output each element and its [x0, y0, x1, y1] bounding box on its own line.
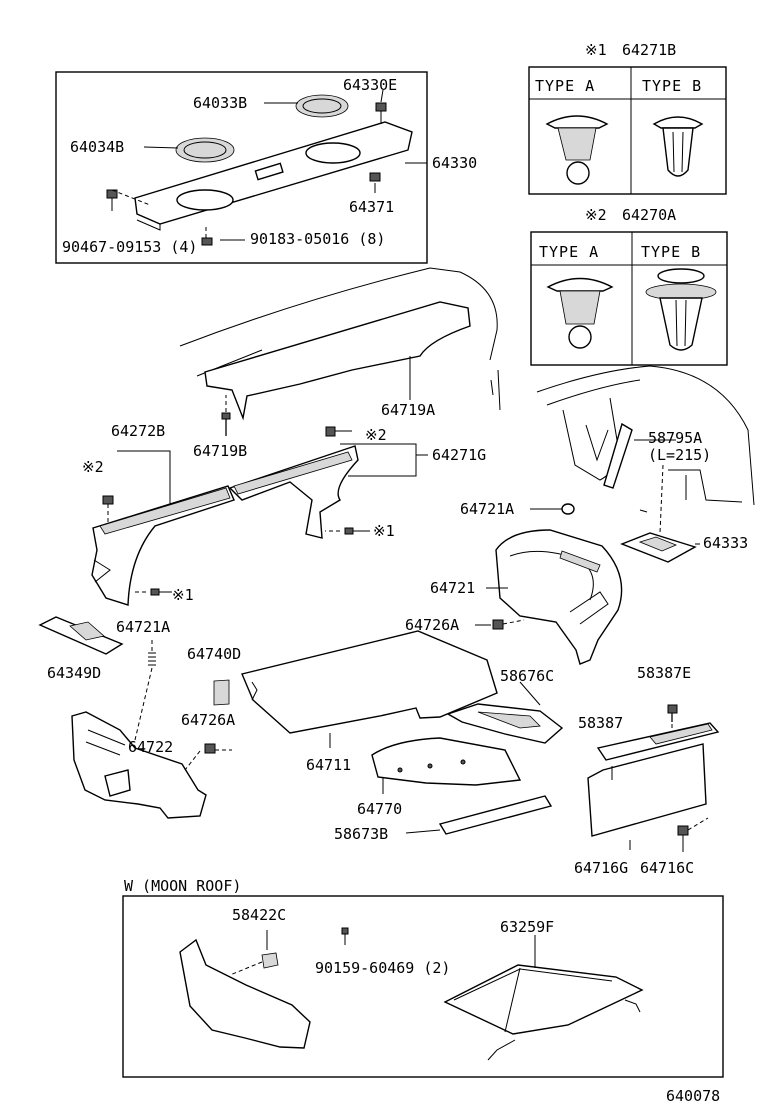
- marker-m2b: ※2: [365, 426, 387, 444]
- label-90183: 90183-05016 (8): [250, 230, 385, 248]
- label-64034B: 64034B: [70, 138, 124, 156]
- clip1-type-b-label: TYPE B: [642, 77, 702, 95]
- label-64272B: 64272B: [111, 422, 165, 440]
- clip2-part: 64270A: [622, 206, 676, 224]
- weatherstrip-58795A: [603, 422, 633, 489]
- shelf-panel: [204, 301, 471, 421]
- label-64726A-left: 64726A: [181, 711, 235, 729]
- label-63259F: 63259F: [500, 918, 554, 936]
- marker-m1a: ※1: [373, 522, 395, 540]
- part-64722: [71, 711, 207, 819]
- right-quarter-trim: [228, 445, 359, 539]
- quarter-trim-group: 64272B ※2 ※2 64271G ※1 ※1 64721A: [82, 422, 486, 636]
- clip1-marker: ※1: [585, 41, 607, 59]
- label-64711: 64711: [306, 756, 351, 774]
- label-64716G: 64716G: [574, 859, 628, 877]
- part-58422C-trim: [179, 938, 311, 1049]
- label-64033B: 64033B: [193, 94, 247, 112]
- label-64371: 64371: [349, 198, 394, 216]
- label-58795A: 58795A: [648, 429, 702, 447]
- clip-box-64270A: ※2 64270A TYPE A TYPE B: [530, 206, 728, 366]
- label-64349D: 64349D: [47, 664, 101, 682]
- label-58795A-length: (L=215): [648, 446, 711, 464]
- label-90159: 90159-60469 (2): [315, 959, 450, 977]
- marker-m2a: ※2: [82, 458, 104, 476]
- right-trim-64721: 64721A 64721 64726A: [405, 500, 623, 665]
- part-64716G: [587, 743, 707, 837]
- speaker-hole-right: [305, 142, 361, 164]
- left-quarter-trim: [91, 485, 235, 606]
- part-58676C: [446, 703, 564, 744]
- rear-shelf-area: 64719A 64719B: [179, 267, 501, 460]
- label-64721: 64721: [430, 579, 475, 597]
- trunk-mat-64711: [241, 630, 498, 734]
- label-58676C: 58676C: [500, 667, 554, 685]
- label-64719A: 64719A: [381, 401, 435, 419]
- figure-code: 640078: [666, 1087, 720, 1105]
- label-64722: 64722: [128, 738, 173, 756]
- label-64271G: 64271G: [432, 446, 486, 464]
- clip-box-64271B: ※1 64271B TYPE A TYPE B: [528, 41, 727, 195]
- clip1-type-b-icon: [652, 116, 704, 129]
- label-64333: 64333: [703, 534, 748, 552]
- clip1-type-a-label: TYPE A: [535, 77, 595, 95]
- label-64330E: 64330E: [343, 76, 397, 94]
- label-58673B: 58673B: [334, 825, 388, 843]
- left-lower-parts: 64349D 64722 64740D 64726A: [38, 616, 241, 819]
- label-64726A-right: 64726A: [405, 616, 459, 634]
- part-58422C: [261, 952, 279, 969]
- right-body-area: 58795A (L=215) 64333: [536, 365, 755, 563]
- label-58422C: 58422C: [232, 906, 286, 924]
- speaker-hole-left: [176, 189, 234, 211]
- part-64740D: [213, 679, 230, 706]
- clip1-part: 64271B: [622, 41, 676, 59]
- clip2-marker: ※2: [585, 206, 607, 224]
- marker-m1b: ※1: [172, 586, 194, 604]
- label-64719B: 64719B: [193, 442, 247, 460]
- part-64770: [371, 737, 522, 786]
- label-58387: 58387: [578, 714, 623, 732]
- rear-panel-group: 58387E 58387 64716G 64716C: [574, 664, 720, 877]
- label-64716C: 64716C: [640, 859, 694, 877]
- clip2-type-a-icon: [546, 277, 614, 292]
- clip2-type-a-label: TYPE A: [539, 243, 599, 261]
- label-90467: 90467-09153 (4): [62, 238, 197, 256]
- part-58673B: [438, 795, 553, 835]
- package-tray-box: 64330E 64033B 64034B 64330 64371 90467-0…: [55, 71, 477, 264]
- label-64770: 64770: [357, 800, 402, 818]
- moon-roof-label: W (MOON ROOF): [124, 877, 241, 895]
- part-63259F: [443, 964, 644, 1035]
- label-64740D: 64740D: [187, 645, 241, 663]
- moon-roof-box: W (MOON ROOF) 58422C 90159-60469 (2) 632…: [122, 877, 724, 1078]
- label-64721A-left: 64721A: [116, 618, 170, 636]
- clip2-type-b-icon: [657, 268, 705, 284]
- label-64721A-right: 64721A: [460, 500, 514, 518]
- label-64330: 64330: [432, 154, 477, 172]
- speaker-grille-right: [295, 94, 349, 118]
- clip1-type-a-icon: [545, 115, 609, 129]
- trunk-floor-group: 64711 58676C 64770 58673B: [241, 630, 564, 843]
- clip2-type-b-label: TYPE B: [641, 243, 701, 261]
- label-58387E: 58387E: [637, 664, 691, 682]
